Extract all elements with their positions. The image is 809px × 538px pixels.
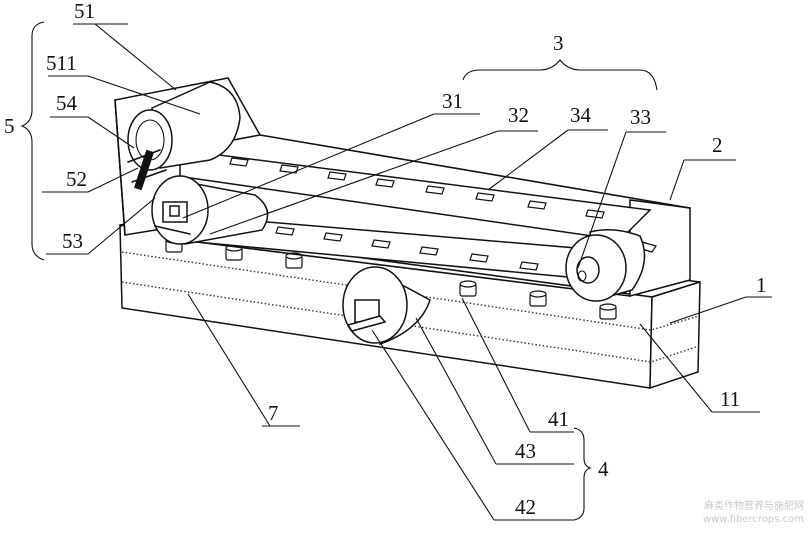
label-32: 32: [508, 103, 529, 127]
left-roller: [151, 175, 269, 245]
right-roller: [565, 229, 646, 302]
label-11: 11: [720, 387, 740, 411]
label-1: 1: [756, 273, 767, 297]
watermark-line-1: 麻类作物营养与施肥网: [704, 501, 804, 512]
label-53: 53: [62, 229, 83, 253]
belt-holes-upper: [229, 157, 605, 219]
leader-lines: [20, 21, 772, 521]
label-51: 51: [74, 0, 95, 23]
motor-connector: [127, 149, 167, 191]
label-2: 2: [712, 133, 723, 157]
label-4: 4: [598, 457, 609, 481]
bottom-roller: [342, 266, 431, 346]
foot: [225, 244, 243, 261]
label-3: 3: [553, 31, 564, 55]
foot: [599, 303, 617, 320]
label-7: 7: [268, 401, 279, 425]
label-41: 41: [548, 407, 569, 431]
label-33: 33: [630, 105, 651, 129]
labels: 1 11 2 3 31 32 33 34 4 41 42 43 5 51 511…: [4, 0, 767, 519]
left-housing: [114, 77, 262, 236]
foot: [459, 280, 477, 297]
label-511: 511: [46, 51, 77, 75]
watermark-line-2: www.fibercrops.com: [702, 514, 804, 525]
label-54: 54: [56, 91, 78, 115]
label-52: 52: [66, 167, 87, 191]
label-5: 5: [4, 114, 15, 138]
watermark: 麻类作物营养与施肥网 www.fibercrops.com: [684, 500, 804, 526]
label-42: 42: [515, 495, 536, 519]
motor-drum: [127, 81, 241, 171]
foot: [529, 290, 547, 307]
label-43: 43: [515, 439, 536, 463]
label-31: 31: [442, 89, 463, 113]
label-34: 34: [570, 103, 592, 127]
